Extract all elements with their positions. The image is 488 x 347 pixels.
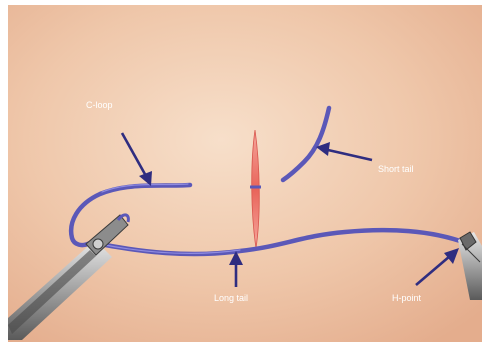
c-loop-label: C-loop	[86, 100, 113, 110]
h-point-label: H-point	[392, 293, 422, 303]
long-tail-label: Long tail	[214, 293, 248, 303]
short-tail-label: Short tail	[378, 164, 414, 174]
